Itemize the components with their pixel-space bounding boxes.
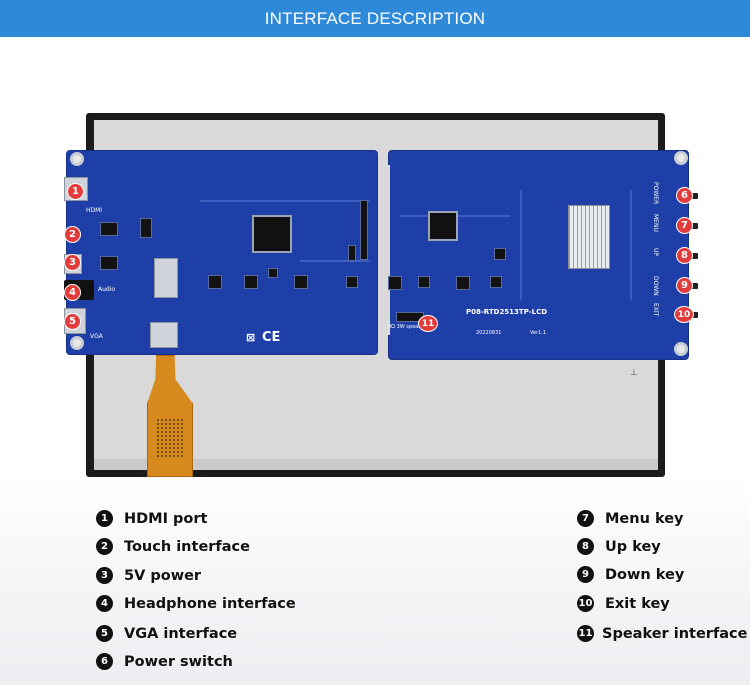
legend-label: HDMI port [124, 510, 208, 527]
legend-label: Touch interface [124, 538, 250, 555]
component [294, 275, 308, 289]
pcb-trace [630, 190, 632, 300]
component [244, 275, 258, 289]
silk-up: UP [652, 248, 659, 257]
legend-label: 5V power [124, 567, 202, 584]
board-date-code: 20220831 [476, 330, 502, 336]
marker-4: 4 [64, 284, 81, 301]
legend-bullet: 10 [577, 595, 594, 612]
legend-bullet: 9 [577, 566, 594, 583]
legend-label: VGA interface [124, 625, 238, 642]
legend-item-touch: 2 Touch interface [96, 538, 250, 555]
marker-2: 2 [64, 226, 81, 243]
board-version: Ver1.1 [530, 330, 547, 336]
legend-bullet: 1 [96, 510, 113, 527]
board-model: P08-RTD2513TP-LCD [466, 308, 548, 316]
legend-bullet: 11 [577, 625, 594, 642]
ce-mark: CE [262, 330, 281, 345]
pcb-trace [300, 260, 370, 262]
silk-down: DOWN [652, 276, 659, 296]
header-bar: INTERFACE DESCRIPTION [0, 0, 750, 37]
legend-item-exit-key: 10 Exit key [577, 595, 670, 612]
lcd-panel-edge [94, 459, 658, 470]
legend-bullet: 8 [577, 538, 594, 555]
legend-item-vga: 5 VGA interface [96, 625, 237, 642]
marker-8: 8 [676, 247, 693, 264]
bottom-fpc-connector [150, 322, 178, 348]
legend-item-headphone: 4 Headphone interface [96, 595, 296, 612]
legend-label: Down key [605, 566, 685, 583]
legend-item-speaker: 11 Speaker interface [577, 625, 747, 642]
panel-arrow-mark: ⊥ [630, 368, 638, 378]
legend-bullet: 4 [96, 595, 113, 612]
marker-11: 11 [418, 315, 438, 332]
legend-item-menu-key: 7 Menu key [577, 510, 684, 527]
legend-label: Up key [605, 538, 661, 555]
marker-6: 6 [676, 187, 693, 204]
marker-9: 9 [676, 277, 693, 294]
component [490, 276, 502, 288]
mounting-hole [674, 151, 688, 165]
pcb-gap [378, 165, 390, 335]
component [268, 268, 278, 278]
component [100, 222, 118, 236]
legend-bullet: 2 [96, 538, 113, 555]
menu-key [690, 223, 698, 229]
legend-label: Exit key [605, 595, 670, 612]
marker-10: 10 [674, 306, 694, 323]
silk-power: POWER [652, 182, 659, 205]
component [494, 248, 506, 260]
component [418, 276, 430, 288]
component [348, 245, 356, 261]
touch-connector [154, 258, 178, 298]
pcb-right-board [388, 150, 689, 360]
lcd-fpc-connector [568, 205, 610, 269]
legend-bullet: 3 [96, 567, 113, 584]
legend-bullet: 6 [96, 653, 113, 670]
down-key [690, 283, 698, 289]
mounting-hole [70, 152, 84, 166]
silk-speaker: 8Ω 3W speaker [388, 324, 427, 330]
legend-bullet: 7 [577, 510, 594, 527]
pcb-trace [520, 190, 522, 300]
legend-label: Menu key [605, 510, 684, 527]
scaler-chip [428, 211, 458, 241]
component [346, 276, 358, 288]
legend-label: Headphone interface [124, 595, 296, 612]
silk-hdmi: HDMI [86, 207, 103, 214]
marker-3: 3 [64, 254, 81, 271]
legend-bullet: 5 [96, 625, 113, 642]
component [360, 200, 368, 260]
component [388, 276, 402, 290]
exit-key [690, 312, 698, 318]
legend-item-down-key: 9 Down key [577, 566, 684, 583]
mounting-hole [674, 342, 688, 356]
ribbon-contacts [156, 418, 184, 458]
header-title: INTERFACE DESCRIPTION [264, 8, 486, 28]
pcb-trace [200, 200, 370, 202]
up-key [690, 253, 698, 259]
silk-vga: VGA [90, 333, 103, 340]
mounting-hole [70, 336, 84, 350]
component [208, 275, 222, 289]
silk-audio: Audio [98, 286, 116, 293]
main-controller-chip [252, 215, 292, 253]
component [140, 218, 152, 238]
marker-5: 5 [64, 313, 81, 330]
legend-item-5v-power: 3 5V power [96, 567, 201, 584]
component [100, 256, 118, 270]
silk-exit: EXIT [652, 303, 659, 317]
weee-bin-icon: ⊠ [246, 331, 256, 344]
silk-menu: MENU [652, 214, 659, 232]
power-key [690, 193, 698, 199]
legend-label: Power switch [124, 653, 233, 670]
legend-item-up-key: 8 Up key [577, 538, 661, 555]
legend-item-power-switch: 6 Power switch [96, 653, 233, 670]
legend-label: Speaker interface [602, 625, 748, 642]
marker-7: 7 [676, 217, 693, 234]
legend-item-hdmi: 1 HDMI port [96, 510, 207, 527]
marker-1: 1 [67, 183, 84, 200]
component [456, 276, 470, 290]
pcb-left-board [66, 150, 378, 355]
